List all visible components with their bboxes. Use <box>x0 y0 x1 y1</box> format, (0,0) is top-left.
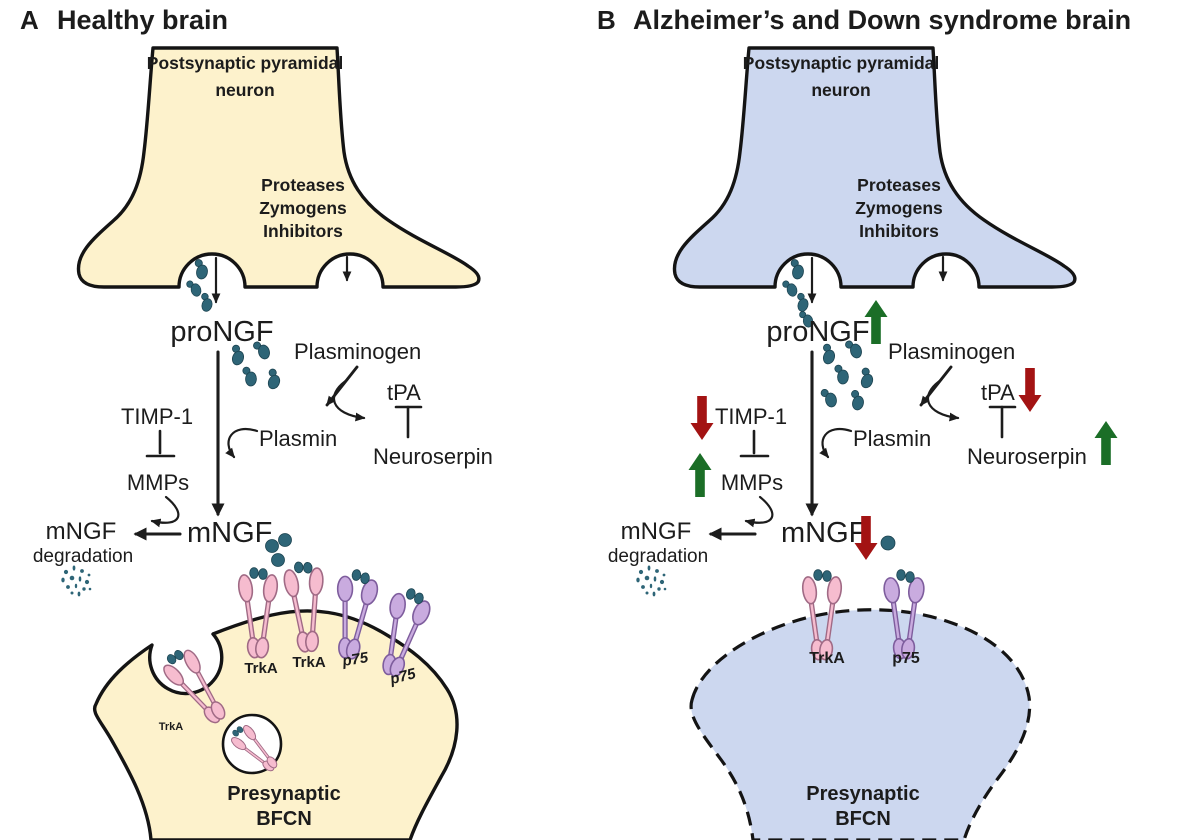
prongf-release-dots-a <box>185 258 216 314</box>
timp1-inhibition-tbar-a <box>145 429 176 458</box>
p75-label-2-a: p75 <box>387 665 418 688</box>
panel-b-letter: B <box>597 5 616 35</box>
postsynaptic-neuron-a <box>76 46 481 289</box>
panel-b-title: Alzheimer’s and Down syndrome brain <box>633 5 1131 35</box>
neuroserpin-increase-arrow <box>1094 421 1118 465</box>
p75-label-1-a: p75 <box>340 649 370 670</box>
plasmin-label-b: Plasmin <box>853 426 931 451</box>
plasminogen-to-plasmin-arrow-a <box>325 365 359 407</box>
neuroserpin-label-b: Neuroserpin <box>967 444 1087 469</box>
degradation-debris-a <box>61 565 92 597</box>
tpa-label-a: tPA <box>387 380 421 405</box>
panel-a: A Healthy brain Postsynaptic pyramidal n… <box>20 5 493 840</box>
timp1-label-a: TIMP-1 <box>121 404 193 429</box>
released-contents-b-inhibitors: Inhibitors <box>859 221 939 241</box>
mngf-degradation-label-a-line2: degradation <box>33 546 133 567</box>
postsynaptic-label-b-line1: Postsynaptic pyramidal <box>743 53 939 73</box>
released-contents-a-inhibitors: Inhibitors <box>263 221 343 241</box>
timp1-decrease-arrow <box>690 396 714 440</box>
mmps-action-arrow-a <box>150 495 180 528</box>
plasminogen-label-a: Plasminogen <box>294 339 421 364</box>
tpa-catalysis-arrow-a <box>333 378 366 422</box>
plasmin-label-a: Plasmin <box>259 426 337 451</box>
mngf-label-a: mNGF <box>187 517 272 549</box>
trka-label-2-a: TrkA <box>292 654 326 671</box>
released-contents-a-proteases: Proteases <box>261 175 345 195</box>
trka-label-invagination-a: TrkA <box>159 721 184 733</box>
plasminogen-to-plasmin-arrow-b <box>919 365 953 407</box>
presynaptic-label-a-line2: BFCN <box>256 808 312 830</box>
released-contents-b-zymogens: Zymogens <box>855 198 943 218</box>
mngf-dots-a <box>265 533 292 567</box>
timp1-inhibition-tbar-b <box>739 429 770 458</box>
mmps-action-arrow-b <box>744 495 774 528</box>
prongf-dots-b <box>818 337 878 412</box>
postsynaptic-label-a-line1: Postsynaptic pyramidal <box>147 53 343 73</box>
plasmin-action-arrow-a <box>225 428 259 459</box>
released-contents-a-zymogens: Zymogens <box>259 198 347 218</box>
postsynaptic-label-a-line2: neuron <box>215 80 274 100</box>
neuroserpin-label-a: Neuroserpin <box>373 444 493 469</box>
tpa-decrease-arrow <box>1018 368 1042 412</box>
presynaptic-label-a-line1: Presynaptic <box>227 783 340 805</box>
neuroserpin-inhibition-tbar-a <box>394 405 423 439</box>
prongf-dots-a <box>227 338 285 391</box>
panel-a-letter: A <box>20 5 39 35</box>
panel-a-title: Healthy brain <box>57 5 228 35</box>
presynaptic-label-b-line1: Presynaptic <box>806 783 919 805</box>
released-contents-b-proteases: Proteases <box>857 175 941 195</box>
mmps-label-a: MMPs <box>127 470 189 495</box>
mngf-dot-b <box>880 535 896 551</box>
mngf-degradation-label-b-line2: degradation <box>608 546 708 567</box>
panel-b: B Alzheimer’s and Down syndrome brain Po… <box>597 5 1131 840</box>
prongf-label-b: proNGF <box>766 316 869 348</box>
plasmin-action-arrow-b <box>819 428 853 459</box>
tpa-label-b: tPA <box>981 380 1015 405</box>
mmps-label-b: MMPs <box>721 470 783 495</box>
presynaptic-label-b-line2: BFCN <box>835 808 891 830</box>
degradation-debris-b <box>636 565 667 597</box>
postsynaptic-neuron-b <box>672 46 1077 289</box>
tpa-catalysis-arrow-b <box>927 378 960 422</box>
postsynaptic-label-b-line2: neuron <box>811 80 870 100</box>
timp1-label-b: TIMP-1 <box>715 404 787 429</box>
trka-label-b: TrkA <box>809 650 845 667</box>
trka-label-1-a: TrkA <box>244 660 278 677</box>
p75-label-b: p75 <box>892 650 920 667</box>
neuroserpin-inhibition-tbar-b <box>988 405 1017 439</box>
mngf-label-b: mNGF <box>781 517 866 549</box>
mngf-degradation-label-b-line1: mNGF <box>621 518 692 545</box>
mngf-degradation-label-a-line1: mNGF <box>46 518 117 545</box>
plasminogen-label-b: Plasminogen <box>888 339 1015 364</box>
mmps-increase-arrow <box>688 453 712 497</box>
presynaptic-bfcn-b <box>689 608 1032 840</box>
